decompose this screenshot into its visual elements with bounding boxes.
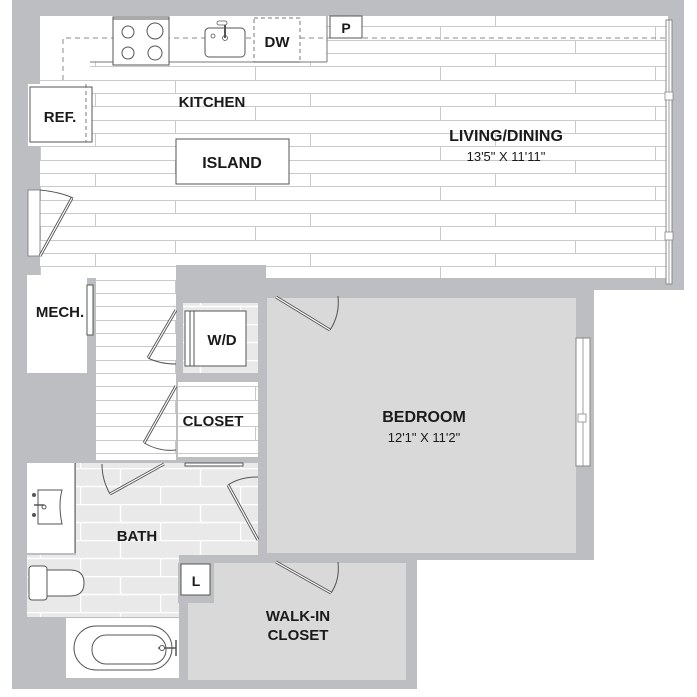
mech-label: MECH. [36,304,84,321]
living-window [664,19,674,285]
hall-closet: CLOSET [142,382,258,457]
bedroom-dimensions: 12'1" X 11'2" [388,430,461,445]
kitchen-label: KITCHEN [179,94,246,111]
living-dining-label: LIVING/DINING [449,128,563,145]
laundry-closet: W/D [146,303,258,373]
living-dining-dimensions: 13'5" X 11'11" [467,149,546,164]
bedroom: BEDROOM 12'1" X 11'2" [267,295,591,553]
bath-label: BATH [117,528,158,545]
linen-label-overlay: L [192,573,201,589]
cooktop-icon [112,16,170,66]
pantry: P [329,15,363,39]
refrigerator: REF. [29,84,93,143]
bathtub-icon [66,618,179,678]
living-kitchen-area [12,16,668,278]
dishwasher-label: DW [265,34,291,51]
washer-dryer-label: W/D [207,332,236,349]
bathroom: BATH [27,462,260,617]
entry-door [27,189,74,257]
living-dining-room: LIVING/DINING 13'5" X 11'11" [449,128,563,164]
walk-in-closet: L WALK-IN CLOSET [178,560,406,680]
dishwasher: DW [253,17,301,63]
toilet-icon [28,565,85,601]
closet-label: CLOSET [183,413,244,430]
island-label: ISLAND [202,155,262,172]
bedroom-label: BEDROOM [382,409,466,426]
kitchen-island: ISLAND [175,138,290,185]
vanity-sink-icon [27,463,76,553]
hallway-floor [96,265,176,460]
pantry-label: P [341,20,350,36]
refrigerator-label: REF. [44,109,77,126]
walkin-label-line1: WALK-IN [266,608,330,625]
walkin-label-line2: CLOSET [268,627,329,644]
kitchen-sink-icon [204,20,246,58]
mechanical-room: MECH. [27,275,94,373]
